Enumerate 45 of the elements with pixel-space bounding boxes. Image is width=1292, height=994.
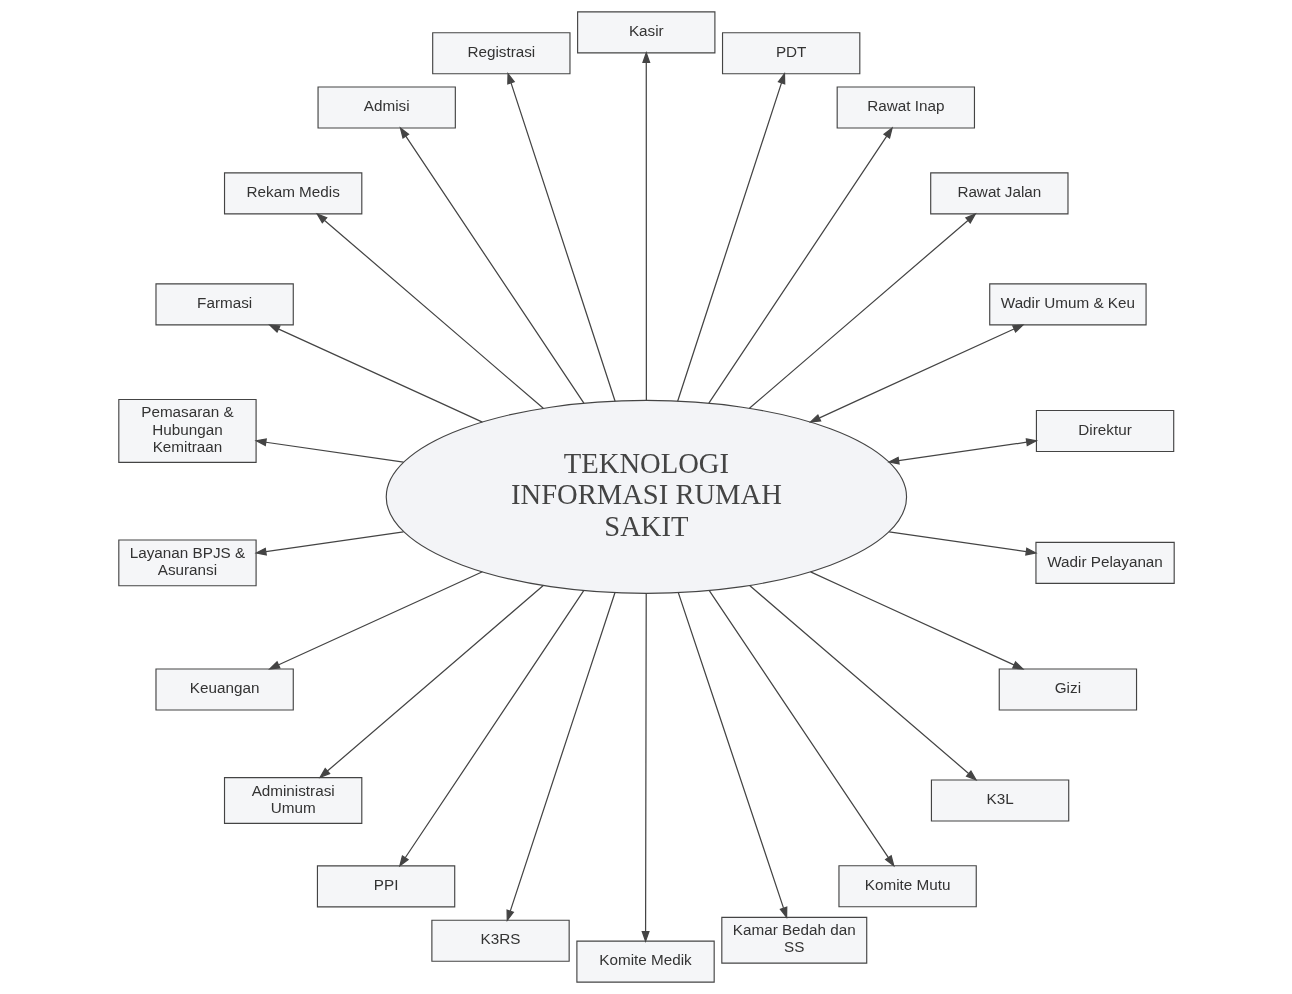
arrow <box>809 571 1025 670</box>
node-box: PPI <box>316 865 455 908</box>
arrow <box>641 51 650 401</box>
node-box: Rawat Inap <box>836 86 975 129</box>
arrow <box>748 212 977 409</box>
node-box: Layanan BPJS & Asuransi <box>117 539 257 587</box>
node-box: Wadir Umum & Keu <box>988 283 1147 326</box>
arrow <box>506 71 616 402</box>
arrow <box>253 438 404 463</box>
node-box: K3RS <box>430 919 570 962</box>
node-box: Komite Medik <box>575 940 715 983</box>
arrow <box>318 584 544 779</box>
node-box: Komite Mutu <box>837 865 977 908</box>
node-box: Administrasi Umum <box>223 777 362 824</box>
arrow <box>808 324 1025 423</box>
node-box: Gizi <box>998 668 1137 711</box>
arrow <box>676 71 785 402</box>
node-box: Kasir <box>576 11 715 54</box>
arrow <box>888 531 1038 556</box>
node-box: Rawat Jalan <box>929 172 1069 215</box>
arrow <box>505 592 616 923</box>
arrow <box>677 592 787 920</box>
node-box: Kamar Bedah dan SS <box>720 916 867 964</box>
node-box: Farmasi <box>154 283 294 326</box>
arrow <box>267 571 483 670</box>
node-box: Pemasaran & Hubungan Kemitraan <box>117 398 257 463</box>
node-box: Keuangan <box>154 668 294 711</box>
node-box: Admisi <box>317 86 456 129</box>
arrow <box>886 438 1038 465</box>
arrow <box>708 590 895 868</box>
arrow <box>398 126 584 404</box>
node-box: Direktur <box>1035 409 1174 453</box>
node-box: Registrasi <box>431 32 571 75</box>
arrow <box>640 592 650 943</box>
arrow <box>267 324 483 423</box>
node-box: Rekam Medis <box>223 172 362 215</box>
arrow <box>315 212 544 409</box>
arrow <box>707 126 893 404</box>
node-box: K3L <box>930 779 1069 822</box>
node-ellipse: TEKNOLOGI INFORMASI RUMAH SAKIT <box>385 399 907 594</box>
node-box: PDT <box>721 32 860 75</box>
node-box: Wadir Pelayanan <box>1034 541 1175 584</box>
arrow <box>398 590 584 868</box>
arrow <box>253 531 404 556</box>
arrow <box>748 584 977 782</box>
